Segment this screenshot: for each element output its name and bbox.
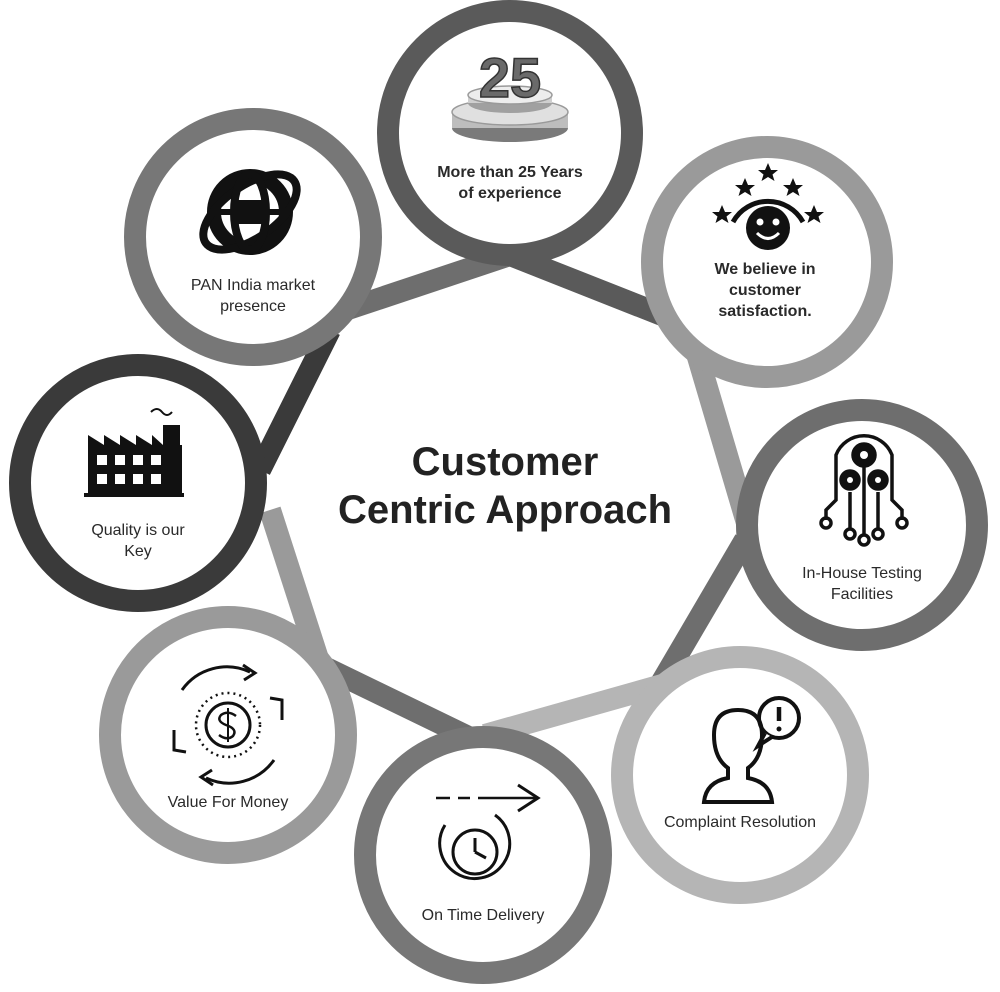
globe-icon — [199, 169, 301, 255]
label-quality-line-1: Quality is our — [91, 522, 185, 539]
label-satisfaction-line-1: We believe in — [714, 261, 816, 278]
label-satisfaction: We believe in customer satisfaction. — [680, 259, 850, 322]
ring-satisfaction — [641, 136, 893, 388]
label-experience: More than 25 Years of experience — [420, 162, 600, 204]
label-complaint-line-1: Complaint Resolution — [663, 814, 817, 831]
label-delivery: On Time Delivery — [398, 905, 568, 926]
label-satisfaction-line-2: customer — [728, 282, 802, 299]
label-testing-line-1: In-House Testing — [802, 565, 922, 582]
center-title-line-2: Centric Approach — [337, 488, 673, 532]
person-alert-icon — [701, 696, 801, 804]
label-satisfaction-line-3: satisfaction. — [718, 303, 812, 320]
gears-circuit-icon — [819, 434, 909, 547]
label-value-line-1: Value For Money — [167, 794, 289, 811]
label-value: Value For Money — [143, 792, 313, 813]
label-testing-line-2: Facilities — [830, 586, 894, 603]
dollar-cycle-icon — [172, 663, 284, 787]
ring-testing — [736, 399, 988, 651]
trophy-25-icon: 25 — [451, 45, 569, 142]
center-title: Customer Centric Approach — [300, 438, 710, 534]
trophy-number: 25 — [479, 46, 541, 109]
factory-icon — [84, 408, 184, 497]
label-experience-line-2: of experience — [458, 185, 562, 202]
smiley-stars-icon — [712, 163, 824, 250]
ring-complaint — [611, 646, 869, 904]
label-delivery-line-1: On Time Delivery — [421, 907, 545, 924]
label-quality: Quality is our Key — [58, 520, 218, 562]
label-presence: PAN India market presence — [168, 275, 338, 317]
link-testing-complaint — [650, 534, 755, 691]
label-presence-line-2: presence — [220, 298, 286, 315]
label-testing: In-House Testing Facilities — [777, 563, 947, 605]
link-quality-presence — [250, 325, 340, 475]
clock-arrow-icon — [436, 783, 541, 880]
center-title-line-1: Customer — [411, 440, 599, 484]
label-quality-line-2: Key — [124, 543, 152, 560]
label-complaint: Complaint Resolution — [640, 812, 840, 833]
label-presence-line-1: PAN India market — [190, 277, 316, 294]
label-experience-line-1: More than 25 Years — [437, 164, 583, 181]
